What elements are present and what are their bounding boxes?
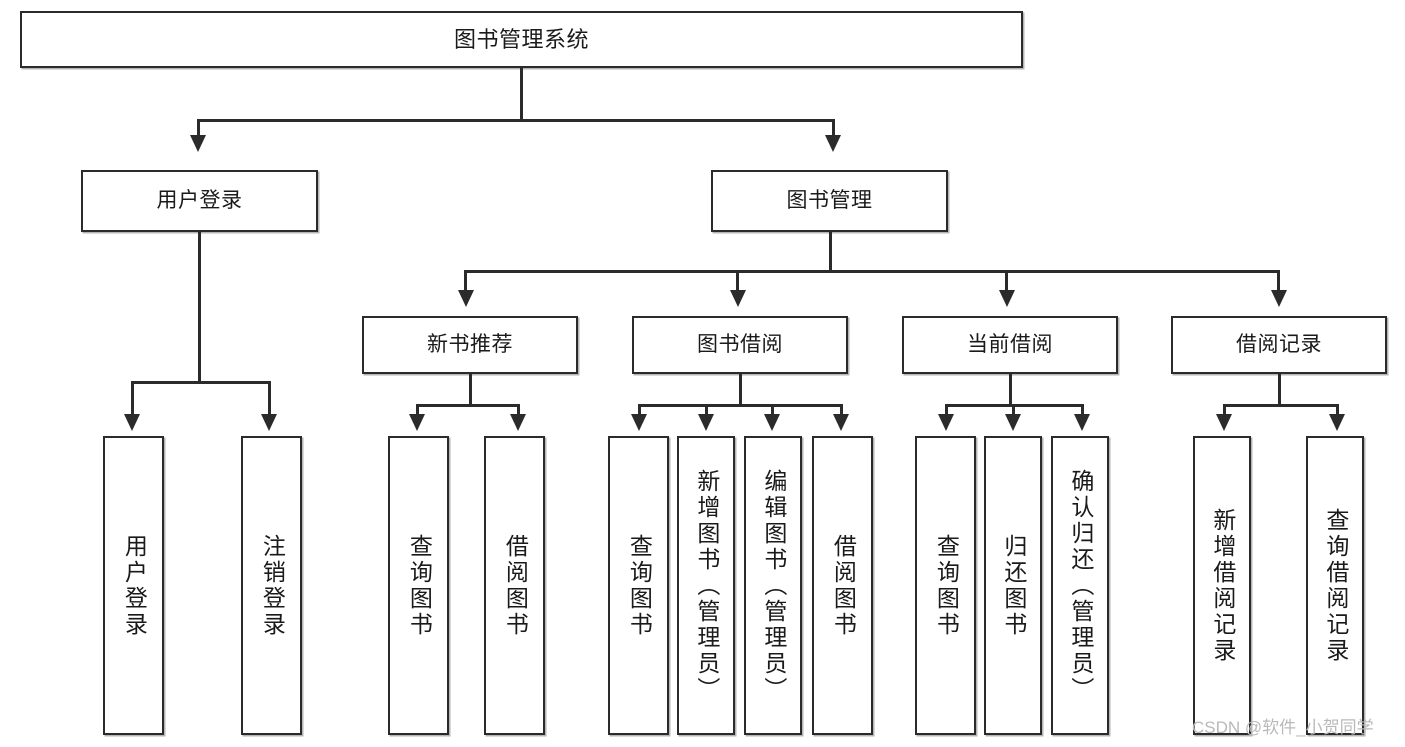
leaf-user-login-logout[interactable]: 注销登录 — [241, 436, 302, 735]
connector-br-drop-2 — [1336, 404, 1339, 416]
connector-cb-drop-3 — [1081, 404, 1084, 416]
connector-currentborrow-stem — [1009, 374, 1012, 406]
arrowhead-to-user-login — [190, 135, 206, 152]
leaf-user-login-login[interactable]: 用户登录 — [103, 436, 164, 735]
connector-bb-drop-4 — [840, 404, 843, 416]
node-user-login[interactable]: 用户登录 — [81, 170, 318, 232]
arrowhead-to-borrow-record — [1271, 290, 1287, 307]
node-new-book-recommend[interactable]: 新书推荐 — [362, 316, 578, 374]
leaf-currentborrow-confirm-return[interactable]: 确认归还（管理员） — [1051, 436, 1109, 735]
connector-bb-drop-2 — [705, 404, 708, 416]
arrowhead-leaf-newbook-2 — [510, 414, 526, 431]
connector-bb-drop-1 — [638, 404, 641, 416]
leaf-newbook-query-book[interactable]: 查询图书 — [388, 436, 449, 735]
connector-bm-drop-3 — [1005, 270, 1008, 292]
connector-user-login-bus — [131, 381, 271, 384]
connector-newbook-drop-1 — [416, 404, 419, 416]
node-borrow-record[interactable]: 借阅记录 — [1171, 316, 1387, 374]
node-book-management[interactable]: 图书管理 — [711, 170, 948, 232]
leaf-currentborrow-query-book[interactable]: 查询图书 — [915, 436, 976, 735]
connector-newbook-stem — [469, 374, 472, 406]
arrowhead-leaf-currentborrow-3 — [1074, 414, 1090, 431]
arrowhead-to-book-manage — [825, 135, 841, 152]
arrowhead-leaf-bookborrow-1 — [631, 414, 647, 431]
node-label: 新书推荐 — [427, 332, 513, 356]
connector-cb-drop-1 — [945, 404, 948, 416]
watermark-text: CSDN @软件_小贺同学 — [1192, 718, 1374, 737]
node-label: 查询借阅记录 — [1322, 507, 1349, 664]
connector-user-login-stem — [198, 232, 201, 383]
node-label: 当前借阅 — [967, 332, 1053, 356]
connector-bm-drop-2 — [736, 270, 739, 292]
leaf-bookborrow-add-book[interactable]: 新增图书（管理员） — [677, 436, 735, 735]
arrowhead-leaf-currentborrow-2 — [1005, 414, 1021, 431]
node-label: 新增借阅记录 — [1209, 507, 1236, 664]
node-label: 用户登录 — [156, 188, 243, 212]
node-book-borrow[interactable]: 图书借阅 — [632, 316, 848, 374]
leaf-borrowrecord-query-record[interactable]: 查询借阅记录 — [1306, 436, 1364, 735]
node-label: 借阅图书 — [830, 533, 857, 638]
connector-bb-drop-3 — [771, 404, 774, 416]
node-label: 编辑图书（管理员） — [760, 468, 787, 703]
arrowhead-leaf-bookborrow-2 — [698, 414, 714, 431]
node-label: 注销登录 — [259, 533, 286, 638]
arrowhead-to-book-borrow — [730, 290, 746, 307]
node-label: 图书管理系统 — [453, 26, 589, 52]
connector-bookborrow-bus — [638, 404, 843, 407]
connector-book-manage-bus — [464, 270, 1280, 273]
leaf-currentborrow-return-book[interactable]: 归还图书 — [984, 436, 1042, 735]
node-label: 用户登录 — [121, 533, 148, 638]
node-label: 归还图书 — [1000, 533, 1027, 638]
leaf-bookborrow-query-book[interactable]: 查询图书 — [608, 436, 669, 735]
connector-user-login-drop-1 — [131, 381, 134, 416]
leaf-borrowrecord-add-record[interactable]: 新增借阅记录 — [1193, 436, 1251, 735]
node-label: 借阅图书 — [502, 533, 529, 638]
arrowhead-leaf-bookborrow-3 — [764, 414, 780, 431]
connector-bookborrow-stem — [739, 374, 742, 406]
arrowhead-leaf-borrowrecord-1 — [1216, 414, 1232, 431]
node-label: 确认归还（管理员） — [1067, 468, 1094, 703]
connector-user-login-drop-2 — [268, 381, 271, 416]
node-label: 查询图书 — [933, 533, 960, 638]
arrowhead-leaf-currentborrow-1 — [938, 414, 954, 431]
connector-root-stem — [520, 68, 523, 121]
node-label: 查询图书 — [626, 533, 653, 638]
connector-borrowrecord-bus — [1223, 404, 1339, 407]
connector-bm-drop-1 — [464, 270, 467, 292]
arrowhead-to-current-borrow — [999, 290, 1015, 307]
connector-bm-drop-4 — [1277, 270, 1280, 292]
arrowhead-leaf-newbook-1 — [409, 414, 425, 431]
node-label: 查询图书 — [406, 533, 433, 638]
arrowhead-leaf-borrowrecord-2 — [1329, 414, 1345, 431]
connector-root-bus — [197, 119, 834, 122]
arrowhead-leaf-user-login-2 — [261, 414, 277, 431]
arrowhead-leaf-bookborrow-4 — [833, 414, 849, 431]
connector-newbook-drop-2 — [517, 404, 520, 416]
leaf-newbook-borrow-book[interactable]: 借阅图书 — [484, 436, 545, 735]
node-root-system[interactable]: 图书管理系统 — [20, 11, 1023, 68]
connector-br-drop-1 — [1223, 404, 1226, 416]
node-label: 新增图书（管理员） — [693, 468, 720, 703]
connector-book-manage-stem — [829, 232, 832, 272]
node-label: 图书管理 — [786, 188, 873, 212]
node-label: 借阅记录 — [1236, 332, 1322, 356]
leaf-bookborrow-edit-book[interactable]: 编辑图书（管理员） — [744, 436, 802, 735]
leaf-bookborrow-borrow-book[interactable]: 借阅图书 — [812, 436, 873, 735]
connector-cb-drop-2 — [1012, 404, 1015, 416]
node-current-borrow[interactable]: 当前借阅 — [902, 316, 1118, 374]
arrowhead-leaf-user-login-1 — [124, 414, 140, 431]
connector-root-drop-1 — [197, 119, 200, 137]
node-label: 图书借阅 — [697, 332, 783, 356]
connector-borrowrecord-stem — [1278, 374, 1281, 406]
connector-root-drop-2 — [832, 119, 835, 137]
connector-newbook-bus — [416, 404, 520, 407]
arrowhead-to-new-book — [458, 290, 474, 307]
